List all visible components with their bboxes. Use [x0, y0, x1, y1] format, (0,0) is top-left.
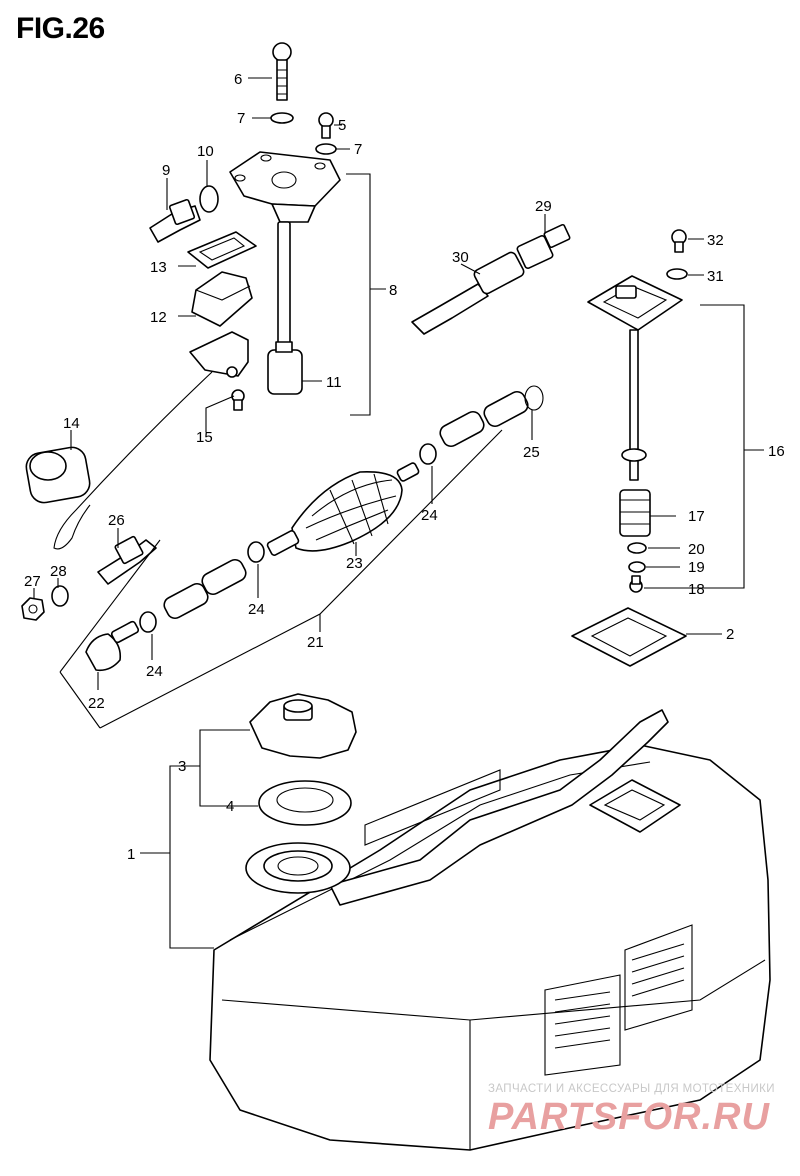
label-30: 30	[452, 249, 469, 266]
label-4: 4	[226, 798, 234, 815]
screw-15	[231, 389, 245, 411]
label-24a: 24	[421, 507, 438, 524]
label-27: 27	[24, 573, 41, 590]
hose-assembly	[85, 390, 529, 672]
label-15: 15	[196, 429, 213, 446]
label-23: 23	[346, 555, 363, 572]
label-6: 6	[234, 71, 242, 88]
part-labels: 1 2 3 4 5 6 7 7 8 9 10 11 12 13 14 15 16…	[24, 71, 785, 863]
label-12: 12	[150, 309, 167, 326]
label-21: 21	[307, 634, 324, 651]
label-18: 18	[688, 581, 705, 598]
leader-lines	[33, 77, 764, 949]
cap-gasket	[258, 780, 352, 826]
fuel-cock-assembly	[229, 151, 341, 395]
gasket-13	[187, 231, 257, 269]
label-11: 11	[326, 374, 342, 391]
label-19: 19	[688, 559, 705, 576]
fitting-9	[149, 198, 201, 243]
gasket-2	[571, 607, 687, 667]
label-24c: 24	[146, 663, 163, 680]
screw-5	[318, 112, 334, 139]
connector-30	[411, 251, 525, 335]
gauge-assembly	[587, 229, 688, 593]
label-29: 29	[535, 198, 552, 215]
label-5: 5	[338, 117, 346, 134]
label-9: 9	[162, 162, 170, 179]
label-31: 31	[707, 268, 724, 285]
label-8: 8	[389, 282, 397, 299]
bolt-6	[272, 42, 292, 101]
clip-25	[524, 385, 544, 411]
cover-12	[191, 271, 253, 327]
fuel-tank	[209, 709, 771, 1151]
label-3: 3	[178, 758, 186, 775]
label-14: 14	[63, 415, 80, 432]
label-7b: 7	[354, 141, 362, 158]
label-1: 1	[127, 846, 135, 863]
label-7a: 7	[237, 110, 245, 127]
fitting-26	[97, 535, 157, 585]
watermark-subtitle: ЗАПЧАСТИ И АКСЕССУАРЫ ДЛЯ МОТОТЕХНИКИ	[488, 1083, 775, 1095]
knob-14	[25, 446, 91, 504]
label-28: 28	[50, 563, 67, 580]
label-22: 22	[88, 695, 105, 712]
label-24b: 24	[248, 601, 265, 618]
figure-title: FIG.26	[16, 12, 105, 45]
watermark-logo: PARTSFOR.RU	[488, 1096, 770, 1138]
label-16: 16	[768, 443, 785, 460]
washer-7a	[270, 112, 294, 124]
label-25: 25	[523, 444, 540, 461]
link-wire	[53, 371, 213, 550]
fitting-29	[516, 223, 571, 270]
label-20: 20	[688, 541, 705, 558]
washer-7b	[315, 143, 337, 155]
label-10: 10	[197, 143, 214, 160]
fuel-cap	[249, 693, 357, 759]
label-26: 26	[108, 512, 125, 529]
label-13: 13	[150, 259, 167, 276]
label-17: 17	[688, 508, 705, 525]
washer-28	[51, 585, 69, 607]
washer-10	[199, 185, 219, 213]
lever-bracket	[189, 331, 249, 378]
label-2: 2	[726, 626, 734, 643]
nut-27	[21, 597, 45, 621]
label-32: 32	[707, 232, 724, 249]
